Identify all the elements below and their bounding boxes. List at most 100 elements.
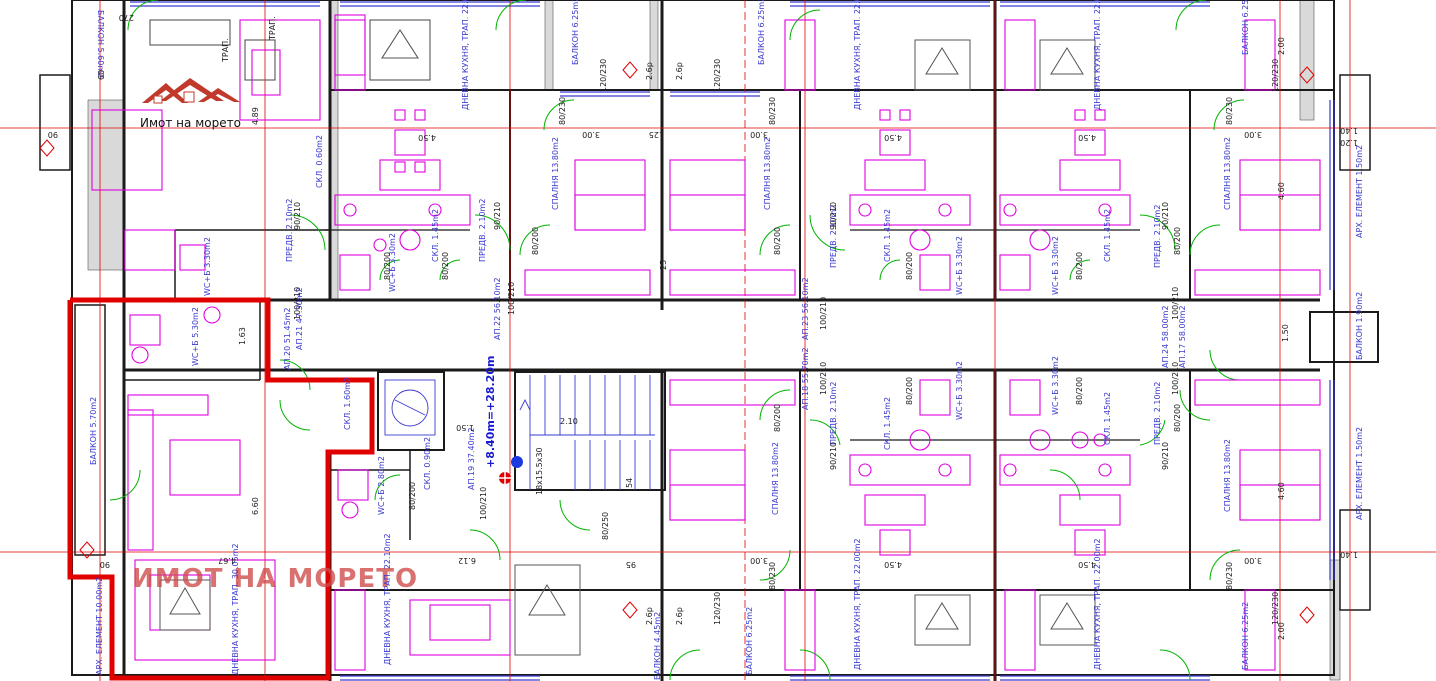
dim: 3.00 — [582, 130, 600, 139]
dim: 100/210 — [293, 287, 302, 320]
dim: 2.6р — [645, 607, 654, 625]
room-label: БАЛКОН 5.60m2 — [96, 10, 105, 78]
dim: ТРАП. — [221, 38, 230, 63]
dim: 80/200 — [1173, 227, 1182, 255]
dim: 100/210 — [507, 282, 516, 315]
dim: 4.50 — [884, 133, 902, 142]
room-label: БАЛКОН 1.90m2 — [1355, 292, 1364, 360]
room-label: ДНЕВНА КУХНЯ, ТРАП. 22.00m2 — [461, 0, 470, 110]
room-label: WC+Б 3.30m2 — [955, 361, 964, 420]
dim: 6.60 — [251, 497, 260, 515]
dim: 4.50 — [418, 133, 436, 142]
room-label: WC+Б 5.30m2 — [191, 307, 200, 366]
dim: 3.00 — [750, 130, 768, 139]
room-label: СПАЛНЯ 13.80m2 — [1223, 137, 1232, 210]
room-label: WC+Б 3.30m2 — [955, 236, 964, 295]
dim: 80/200 — [905, 252, 914, 280]
dim: 80/200 — [531, 227, 540, 255]
room-label: ДНЕВНА КУХНЯ, ТРАП. 22.00m2 — [853, 538, 862, 670]
logo-text: Имот на морето — [140, 116, 241, 130]
dim: ТРАП. — [268, 16, 277, 41]
dim: 1.50 — [456, 423, 474, 432]
room-label: ПРЕДВ. 2.10m2 — [829, 205, 838, 268]
dim: 3.00 — [1244, 556, 1262, 565]
dim: 270 — [119, 13, 134, 22]
dim: 80/230 — [768, 562, 777, 590]
dim: 80/200 — [773, 404, 782, 432]
room-label: СПАЛНЯ 13.80m2 — [763, 137, 772, 210]
dim: 90/210 — [829, 202, 838, 230]
dim: 2.10 — [560, 417, 578, 426]
dim: 6.12 — [458, 556, 476, 565]
dim: 100/210 — [1171, 287, 1180, 320]
dim: 2.6р — [675, 607, 684, 625]
room-label: АП.19 37.40m2 — [467, 427, 476, 490]
dim: 4.60 — [1277, 482, 1286, 500]
dim: 2.00 — [1277, 37, 1286, 55]
room-label: АП.18 55.70m2 — [801, 347, 810, 410]
brand-logo: Имот на морето — [140, 78, 241, 130]
dim: 1.40 — [1340, 126, 1358, 135]
dim: 4.50 — [1078, 560, 1096, 569]
dim: 1.40 — [1340, 550, 1358, 559]
dim: 80/200 — [905, 377, 914, 405]
dimensions: 2.10 18x15.5x30 4.50 4.50 4.50 4.50 4.50… — [48, 13, 1358, 640]
dim: 80/200 — [441, 252, 450, 280]
dim: 4.89 — [251, 107, 260, 125]
room-label: АП.20 51.45m2 — [283, 307, 292, 370]
room-label: WC+Б 3.30m2 — [388, 233, 397, 292]
room-labels: БАЛКОН 5.60m2 БАЛКОН 5.70m2 АРХ. ЕЛЕМЕНТ… — [89, 0, 1364, 680]
room-label: АП.23 56.10m2 — [801, 277, 810, 340]
room-label: СКЛ. 0.60m2 — [315, 135, 324, 188]
room-label: ДНЕВНА КУХНЯ, ТРАП. 22.00m2 — [1093, 0, 1102, 110]
dim: 80/200 — [408, 482, 417, 510]
dim: 80/230 — [1225, 97, 1234, 125]
dim: 80/230 — [768, 97, 777, 125]
dim: 2.00 — [1277, 622, 1286, 640]
room-label: БАЛКОН 6.25m2 — [757, 0, 766, 65]
room-label: ДНЕВНА КУХНЯ, ТРАП. 30.05m2 — [231, 543, 240, 675]
room-label: СКЛ. 1.45m2 — [1103, 209, 1112, 262]
room-label: АП.21 47.30m2 — [295, 287, 304, 350]
table-symbols — [159, 39, 1096, 656]
level-label: +8.40m=+28.20m — [484, 355, 497, 468]
dim: 80/200 — [1173, 404, 1182, 432]
room-label: СКЛ. 1.45m2 — [1103, 392, 1112, 445]
house-roof-icon — [142, 78, 240, 104]
dim: 95 — [626, 560, 636, 569]
dim: 80/200 — [773, 227, 782, 255]
dim: 100/210 — [479, 487, 488, 520]
dim: 54 — [625, 478, 634, 488]
dim: 2.6р — [675, 62, 684, 80]
dim: 2.6р — [645, 62, 654, 80]
dim: 80/230 — [558, 97, 567, 125]
dim: 90/210 — [293, 202, 302, 230]
furniture — [91, 14, 1321, 671]
room-label: WC+Б 2.80m2 — [377, 456, 386, 515]
room-label: АРХ. ЕЛЕМЕНТ 1.50m2 — [1355, 427, 1364, 520]
room-label: ДНЕВНА КУХНЯ, ТРАП. 22.00m2 — [853, 0, 862, 110]
dim: 4.67 — [218, 556, 236, 565]
room-label: АП.22 56.10m2 — [493, 277, 502, 340]
dim: 90 — [100, 560, 110, 569]
dim: 3.00 — [750, 556, 768, 565]
windows — [130, 1, 1335, 681]
room-label: БАЛКОН 6.25m2 — [571, 0, 580, 65]
dim: 90/210 — [1161, 202, 1170, 230]
room-label: СПАЛНЯ 13.80m2 — [771, 442, 780, 515]
room-label: СКЛ. 1.45m2 — [883, 209, 892, 262]
dim: 120/230 — [713, 59, 722, 92]
room-label: СПАЛНЯ 13.80m2 — [1223, 439, 1232, 512]
dim: 80/200 — [1075, 377, 1084, 405]
room-label: БАЛКОН 6.25m2 — [1241, 0, 1250, 55]
dim: 4.50 — [1078, 133, 1096, 142]
room-label: СКЛ. 1.60m2 — [343, 377, 352, 430]
dim: 90/210 — [1161, 442, 1170, 470]
room-label: ПРЕДВ. 2.10m2 — [1153, 205, 1162, 268]
dim: 4.50 — [884, 560, 902, 569]
room-label: ПРЕДВ. 2.10m2 — [478, 199, 487, 262]
room-label: АРХ. ЕЛЕМЕНТ 1.50m2 — [1355, 145, 1364, 238]
dim: 125 — [649, 130, 664, 139]
room-label: БАЛКОН 6.25m2 — [745, 607, 754, 675]
